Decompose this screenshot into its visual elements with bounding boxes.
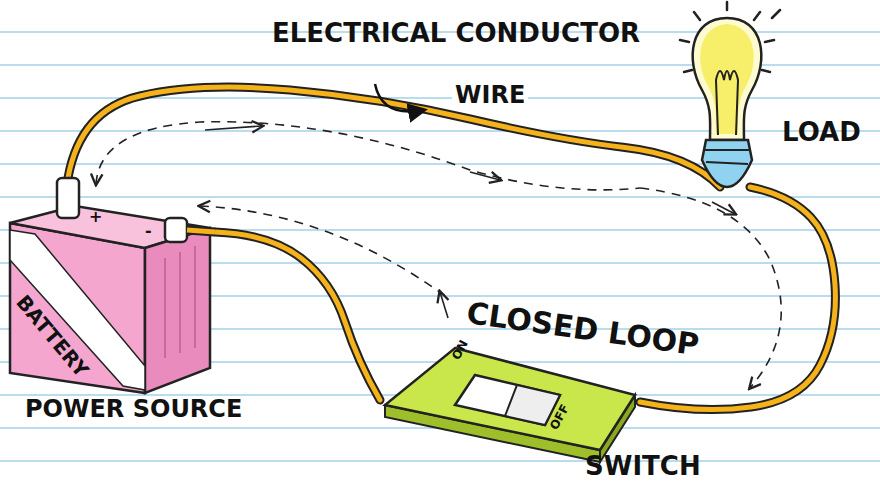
wire-core <box>640 187 835 410</box>
light-bulb: LOAD <box>680 0 875 187</box>
flow-path <box>205 126 262 130</box>
callout-label: ELECTRICAL CONDUCTOR <box>272 14 660 53</box>
wire <box>215 232 380 400</box>
battery: BATTERY+-POWER SOURCE <box>5 178 215 460</box>
terminal-sign: + <box>89 208 102 226</box>
flow-path <box>470 172 500 180</box>
wire-core <box>215 232 380 400</box>
flow-path <box>200 206 445 296</box>
wire <box>68 87 720 187</box>
part-label: POWER SOURCE <box>25 396 255 422</box>
switch: ONOFFSWITCH <box>380 340 640 487</box>
wire-core <box>68 87 720 187</box>
light-bulb-drawing <box>680 0 875 187</box>
flow-path <box>440 292 448 318</box>
wire <box>640 187 835 410</box>
loop-label: CLOSED LOOP <box>464 290 702 367</box>
part-label: SWITCH <box>585 452 701 481</box>
terminal-sign: - <box>145 222 152 240</box>
flow-path <box>712 202 735 214</box>
part-label: LOAD <box>782 118 861 147</box>
wire-label: WIRE <box>452 82 528 108</box>
wire-outline <box>215 232 380 400</box>
wire-outline <box>68 87 720 187</box>
wire-outline <box>640 187 835 410</box>
leader-arrow <box>375 84 424 112</box>
flow-path <box>96 122 640 190</box>
